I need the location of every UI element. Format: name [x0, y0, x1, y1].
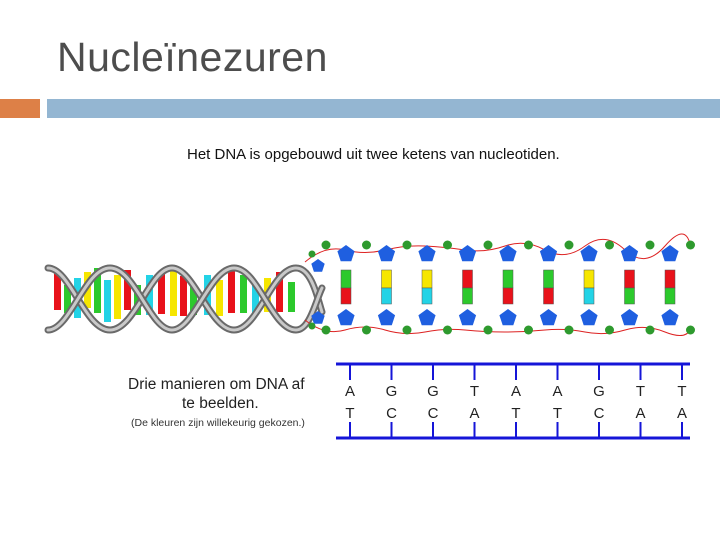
ladder-base-top [421, 269, 433, 289]
ladder-base-top [543, 269, 554, 289]
diagram-caption: Het DNA is opgebouwd uit twee ketens van… [187, 146, 560, 163]
representation-label: Drie manieren om DNA af te beelden. [128, 375, 328, 413]
base-letter-bottom: A [635, 405, 645, 422]
phosphate-dot-top [483, 240, 493, 250]
phosphate-dot-bottom [524, 325, 533, 335]
sugar-pentagon-bottom [499, 309, 517, 326]
letter-ticks [349, 364, 683, 438]
sugar-pentagon-top [661, 245, 679, 262]
ladder-base-bottom [624, 287, 635, 305]
sugar-pentagon-top [620, 245, 639, 262]
color-note: (De kleuren zijn willekeurig gekozen.) [131, 417, 305, 429]
ladder-base-top [340, 269, 352, 289]
ladder-top-backbone-line [304, 233, 691, 263]
phosphate-dot-top [443, 240, 452, 250]
sugar-pentagon-bottom [661, 309, 679, 326]
ladder-base-bottom [340, 287, 352, 305]
ladder-base-top [462, 269, 473, 289]
base-letter-top: A [552, 383, 562, 400]
representation-label-line1: Drie manieren om DNA af [128, 376, 305, 393]
base-letter-bottom: T [511, 405, 520, 422]
phosphate-dot-top [564, 240, 574, 250]
base-letter-top: G [593, 383, 605, 400]
phosphate-dot-bottom [321, 325, 331, 335]
base-letter-top: T [470, 383, 479, 400]
ladder-base-bottom [381, 287, 392, 305]
slide-title: Nucleïnezuren [57, 34, 328, 80]
sugar-pentagon-bottom [580, 309, 598, 326]
sugar-pentagon-top [418, 245, 436, 262]
phosphate-dot-bottom [308, 322, 316, 330]
phosphate-dot-bottom [362, 325, 371, 335]
ladder-bottom-backbone-line [304, 319, 691, 336]
representation-label-line2: te beelden. [182, 395, 259, 412]
sugar-pentagon-bottom [539, 309, 558, 326]
helix-backbones [44, 264, 326, 334]
phosphate-dot-top [308, 250, 316, 258]
phosphate-dot-top [524, 240, 533, 250]
ladder-base-bottom [543, 287, 554, 305]
base-letter-top: A [345, 383, 355, 400]
phosphate-dot-top [321, 240, 331, 250]
ladder-base-top [502, 269, 514, 289]
phosphate-dot-top [645, 240, 655, 250]
ladder-base-top [381, 269, 392, 289]
sugar-pentagon-bottom [418, 309, 436, 326]
ladder-backbone-units [308, 240, 695, 335]
base-letter-bottom: T [345, 405, 354, 422]
ladder-base-top [624, 269, 635, 289]
base-letter-top: T [677, 383, 686, 400]
base-letter-bottom: C [428, 405, 439, 422]
ladder-rungs [340, 269, 676, 305]
ladder-base-top [664, 269, 676, 289]
sugar-pentagon-bottom [458, 309, 477, 326]
phosphate-dot-bottom [564, 325, 574, 335]
ladder-base-top [583, 269, 595, 289]
ladder-model [304, 233, 695, 336]
phosphate-dot-bottom [686, 325, 695, 335]
sugar-pentagon-bottom [337, 309, 355, 326]
sugar-pentagon-bottom [311, 311, 325, 324]
base-letter-top: T [636, 383, 645, 400]
sugar-pentagon-bottom [377, 309, 396, 326]
sugar-pentagon-bottom [620, 309, 639, 326]
base-letter-bottom: C [386, 405, 397, 422]
sugar-pentagon-top [499, 245, 517, 262]
sugar-pentagon-top [580, 245, 598, 262]
base-letter-top: A [511, 383, 521, 400]
base-letter-top: G [427, 383, 439, 400]
base-letter-bottom: A [677, 405, 687, 422]
ladder-base-bottom [583, 287, 595, 305]
phosphate-dot-top [605, 240, 614, 250]
phosphate-dot-top [402, 240, 412, 250]
sugar-pentagon-top [458, 245, 477, 262]
sugar-pentagon-top [337, 245, 355, 262]
ladder-base-bottom [664, 287, 676, 305]
base-letter-top: G [386, 383, 398, 400]
phosphate-dot-bottom [402, 325, 412, 335]
ladder-base-bottom [462, 287, 473, 305]
base-letter-bottom: T [553, 405, 562, 422]
title-accent-bar-orange [0, 99, 40, 118]
phosphate-dot-bottom [605, 325, 614, 335]
sugar-pentagon-top [539, 245, 558, 262]
base-letter-bottom: C [594, 405, 605, 422]
phosphate-dot-top [362, 240, 371, 250]
double-helix [44, 264, 326, 334]
title-accent-bar-blue [47, 99, 720, 118]
ladder-base-bottom [502, 287, 514, 305]
phosphate-dot-bottom [645, 325, 655, 335]
phosphate-dot-bottom [483, 325, 493, 335]
ladder-base-bottom [421, 287, 433, 305]
sugar-pentagon-top [377, 245, 396, 262]
phosphate-dot-top [686, 240, 695, 250]
base-letter-bottom: A [469, 405, 479, 422]
phosphate-dot-bottom [443, 325, 452, 335]
sugar-pentagon-top [311, 259, 325, 272]
